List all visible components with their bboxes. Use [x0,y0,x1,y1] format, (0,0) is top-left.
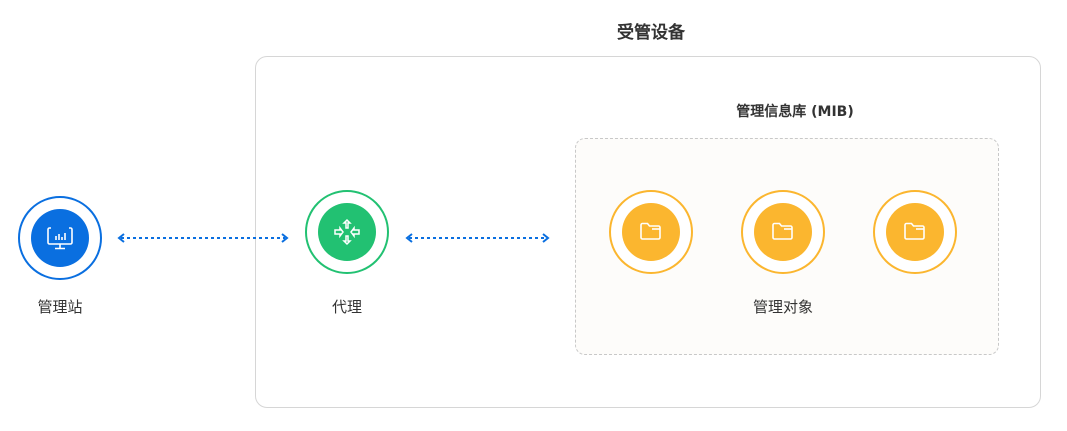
folder-icon [622,203,680,261]
mib-title: 管理信息库 (MIB) [736,104,854,120]
agent-node [305,190,389,274]
bidirectional-arrow [405,233,550,243]
managed-object-label: 管理对象 [752,298,814,316]
folder-icon [886,203,944,261]
manager-label: 管理站 [37,298,83,316]
folder-icon [754,203,812,261]
managed-object-node [873,190,957,274]
agent-label: 代理 [331,298,363,316]
managed-device-title: 受管设备 [617,23,685,43]
router-arrows-icon [318,203,376,261]
monitor-chart-icon [31,209,89,267]
bidirectional-arrow [117,233,289,243]
managed-object-node [609,190,693,274]
managed-object-node [741,190,825,274]
manager-node [18,196,102,280]
